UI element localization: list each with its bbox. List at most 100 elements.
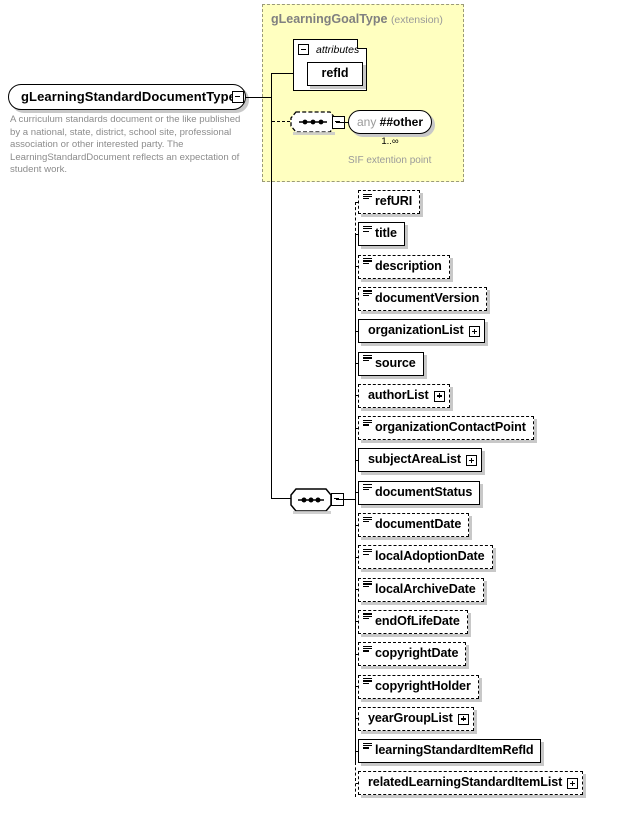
element-label: subjectAreaList bbox=[368, 452, 461, 467]
element-box[interactable]: organizationContactPoint bbox=[358, 416, 534, 441]
text-lines-icon bbox=[363, 742, 372, 750]
text-lines-icon bbox=[363, 484, 372, 491]
element-expand-icon[interactable] bbox=[434, 390, 445, 402]
element-label: endOfLifeDate bbox=[375, 613, 460, 628]
element-connector-line bbox=[355, 298, 358, 300]
element-box[interactable]: authorList bbox=[358, 383, 450, 408]
main-sequence-octagon bbox=[290, 488, 332, 512]
element-box[interactable]: subjectAreaList bbox=[358, 448, 482, 473]
element-expand-icon[interactable] bbox=[469, 326, 480, 338]
attribute-refid-label: refId bbox=[321, 66, 349, 80]
element-box[interactable]: localAdoptionDate bbox=[358, 545, 493, 570]
element-box[interactable]: relatedLearningStandardItemList bbox=[358, 771, 583, 796]
element-box[interactable]: yearGroupList bbox=[358, 706, 474, 731]
text-lines-icon bbox=[363, 355, 372, 362]
element-label: learningStandardItemRefId bbox=[375, 743, 534, 758]
element-label: yearGroupList bbox=[368, 710, 453, 725]
element-connector-line bbox=[355, 556, 358, 558]
element-spine-solid-upper bbox=[355, 235, 357, 499]
element-box[interactable]: title bbox=[358, 222, 405, 247]
extension-type-suffix: (extension) bbox=[390, 14, 443, 26]
element-box[interactable]: refURI bbox=[358, 190, 420, 214]
element-expand-icon[interactable] bbox=[458, 713, 469, 725]
element-box[interactable]: source bbox=[358, 351, 424, 376]
text-lines-icon bbox=[363, 258, 372, 265]
element-label: copyrightHolder bbox=[375, 678, 471, 693]
element-connector-line bbox=[355, 363, 358, 365]
element-connector-line bbox=[355, 718, 358, 720]
element-spine-dashed-bottom bbox=[355, 762, 356, 797]
element-box[interactable]: copyrightHolder bbox=[358, 674, 479, 699]
element-box[interactable]: organizationList bbox=[358, 319, 485, 344]
element-label: source bbox=[375, 355, 416, 370]
element-label: documentVersion bbox=[375, 290, 480, 305]
element-box[interactable]: documentVersion bbox=[358, 286, 487, 311]
root-type-box[interactable]: gLearningStandardDocumentType bbox=[8, 84, 246, 110]
text-lines-icon bbox=[363, 516, 372, 524]
element-box[interactable]: documentStatus bbox=[358, 480, 480, 505]
element-box[interactable]: learningStandardItemRefId bbox=[358, 739, 541, 764]
element-label: localArchiveDate bbox=[375, 581, 476, 596]
text-lines-icon bbox=[363, 678, 372, 685]
element-label: copyrightDate bbox=[375, 646, 459, 661]
element-label: title bbox=[375, 226, 397, 241]
attributes-group-notch bbox=[357, 39, 367, 49]
any-element-box[interactable]: any ##other bbox=[348, 110, 432, 134]
text-lines-icon bbox=[363, 645, 372, 653]
any-prefix: any bbox=[356, 114, 377, 129]
extension-to-any-dashed-line bbox=[272, 121, 290, 122]
root-description: A curriculum standards document or the l… bbox=[10, 114, 241, 176]
element-connector-line bbox=[355, 201, 358, 203]
element-spine-dashed-top bbox=[355, 202, 356, 236]
element-connector-line bbox=[355, 782, 358, 784]
element-connector-line bbox=[355, 233, 358, 236]
element-connector-line bbox=[355, 686, 358, 687]
text-lines-icon bbox=[363, 290, 372, 297]
element-label: refURI bbox=[375, 194, 413, 208]
extension-region bbox=[262, 4, 464, 182]
element-connector-line bbox=[355, 395, 358, 397]
element-box[interactable]: documentDate bbox=[358, 513, 469, 537]
element-connector-line bbox=[355, 621, 358, 623]
text-lines-icon bbox=[363, 225, 372, 233]
element-connector-line bbox=[355, 589, 358, 591]
sequence-inlet-line bbox=[271, 498, 291, 500]
sif-extension-point-caption: SIF extention point bbox=[348, 155, 432, 166]
attributes-group-label: attributes bbox=[316, 44, 360, 56]
root-collapse-icon[interactable] bbox=[232, 91, 244, 103]
element-label: organizationList bbox=[368, 323, 464, 338]
extension-title: gLearningGoalType (extension) bbox=[271, 12, 443, 26]
element-connector-line bbox=[355, 750, 358, 752]
element-box[interactable]: endOfLifeDate bbox=[358, 609, 468, 634]
element-box[interactable]: description bbox=[358, 254, 450, 279]
extension-to-attributes-line bbox=[271, 73, 294, 75]
any-namespace: ##other bbox=[379, 114, 424, 129]
sequence-outlet-line bbox=[336, 499, 355, 501]
element-connector-line bbox=[355, 330, 358, 332]
element-box[interactable]: localArchiveDate bbox=[358, 577, 484, 602]
any-sequence-octagon bbox=[290, 111, 336, 133]
any-sequence-icon bbox=[290, 111, 336, 135]
element-expand-icon[interactable] bbox=[567, 778, 578, 790]
element-label: relatedLearningStandardItemList bbox=[368, 775, 563, 790]
element-spine-solid-lower bbox=[355, 499, 357, 763]
extension-type-name: gLearningGoalType bbox=[271, 12, 388, 26]
attributes-collapse-icon[interactable] bbox=[298, 44, 309, 55]
attribute-refid-box[interactable]: refId bbox=[307, 62, 363, 86]
main-sequence-icon bbox=[290, 488, 332, 514]
text-lines-icon bbox=[363, 613, 372, 620]
element-connector-line bbox=[355, 524, 358, 526]
element-expand-icon[interactable] bbox=[466, 455, 477, 467]
element-connector-line bbox=[355, 266, 358, 268]
any-cardinality: 1..∞ bbox=[381, 136, 399, 147]
element-box[interactable]: copyrightDate bbox=[358, 642, 466, 667]
element-connector-line bbox=[355, 427, 358, 429]
element-connector-line bbox=[355, 653, 358, 655]
text-lines-icon bbox=[363, 193, 372, 201]
element-label: localAdoptionDate bbox=[375, 549, 485, 564]
root-type-label: gLearningStandardDocumentType bbox=[21, 89, 237, 104]
root-to-sequence-trunk bbox=[271, 97, 273, 499]
element-label: organizationContactPoint bbox=[375, 420, 526, 435]
element-label: documentDate bbox=[375, 517, 462, 531]
